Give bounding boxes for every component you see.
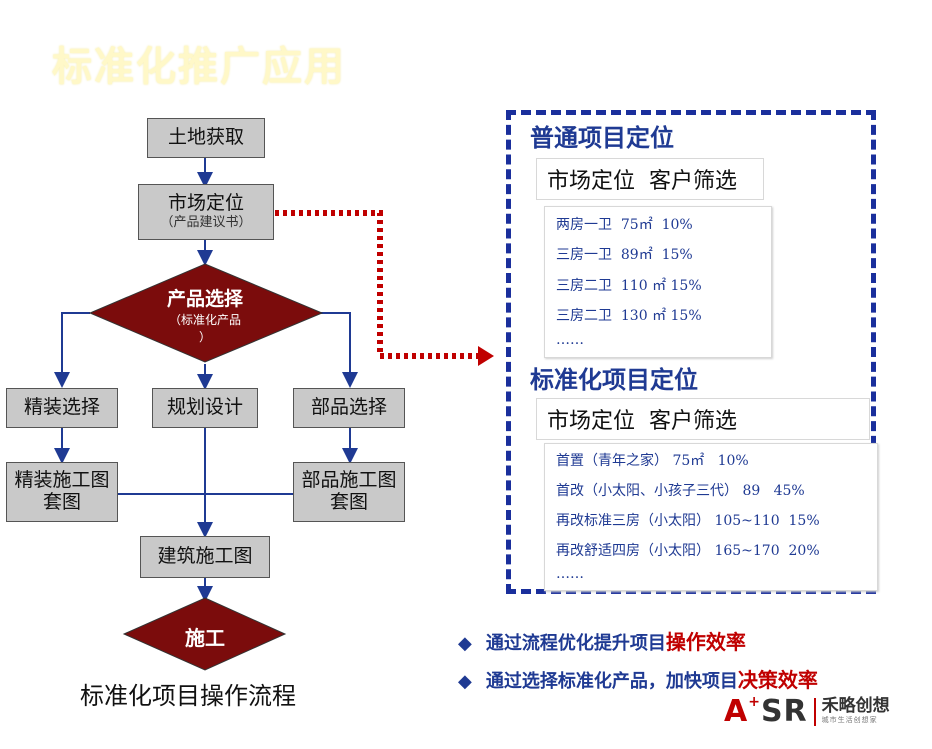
common-positioning-title: 普通项目定位 — [530, 123, 674, 152]
parts-drawing-box: 部品施工图 套图 — [293, 462, 405, 522]
fitout-drawing-box: 精装施工图 套图 — [6, 462, 118, 522]
standard-header: 市场定位 客户筛选 — [547, 409, 737, 434]
flow-caption: 标准化项目操作流程 — [80, 682, 296, 710]
product-sublabel-2: ） — [198, 330, 211, 344]
common-list-box — [544, 206, 772, 358]
fitout-drawing-label-1: 精装施工图 — [14, 469, 110, 492]
bullet-1-text: 通过流程优化提升项目 — [485, 633, 666, 654]
product-sublabel-1: （标准化产品 — [168, 313, 241, 327]
common-header-box: 市场定位 客户筛选 — [536, 158, 764, 200]
parts-drawing-label-2: 套图 — [329, 491, 368, 513]
asr-logo: A+SR 禾略创想 城市生活创想家 — [724, 694, 890, 729]
building-drawing-label: 建筑施工图 — [157, 545, 253, 568]
parts-label: 部品选择 — [310, 396, 387, 419]
positioning-frame — [506, 110, 876, 594]
land-acquisition-box: 土地获取 — [147, 118, 265, 158]
common-item-1: 两房一卫 75㎡ 10% — [556, 217, 693, 233]
fitout-selection-box: 精装选择 — [6, 388, 118, 428]
parts-selection-box: 部品选择 — [293, 388, 405, 428]
bullet-efficiency-decision: ◆ 通过选择标准化产品，加快项目决策效率 — [458, 664, 818, 693]
standard-item-5: …… — [556, 566, 584, 582]
logo-name: 禾略创想 — [821, 696, 890, 716]
bullet-2-text: 通过选择标准化产品，加快项目 — [485, 671, 738, 692]
common-item-2: 三房一卫 89㎡ 15% — [556, 247, 693, 263]
diamond-bullet-icon: ◆ — [458, 633, 472, 654]
parts-drawing-label-1: 部品施工图 — [301, 469, 397, 492]
logo-divider — [813, 697, 816, 726]
building-drawing-box: 建筑施工图 — [140, 536, 270, 578]
market-label: 市场定位 — [167, 191, 244, 214]
logo-tagline: 城市生活创想家 — [821, 716, 878, 724]
fitout-drawing-label-2: 套图 — [42, 491, 81, 513]
logo-text-group: 禾略创想 城市生活创想家 — [822, 698, 890, 725]
standard-item-1: 首置（青年之家） 75㎡ 10% — [556, 453, 749, 469]
standard-positioning-title: 标准化项目定位 — [530, 365, 698, 394]
planning-label: 规划设计 — [166, 396, 243, 419]
bullet-efficiency-operation: ◆ 通过流程优化提升项目操作效率 — [458, 626, 746, 655]
standard-list-box — [544, 443, 878, 591]
planning-design-box: 规划设计 — [152, 388, 258, 428]
market-positioning-box: 市场定位 （产品建议书） — [138, 184, 274, 240]
standard-header-box: 市场定位 客户筛选 — [536, 398, 870, 440]
product-selection-diamond: 产品选择 （标准化产品 ） — [140, 284, 270, 345]
construction-diamond-label: 施工 — [185, 626, 225, 650]
standard-item-4: 再改舒适四房（小太阳） 165~170 20% — [556, 543, 820, 559]
land-label: 土地获取 — [167, 126, 244, 149]
standard-item-3: 再改标准三房（小太阳） 105~110 15% — [556, 513, 820, 529]
page-title: 标准化推广应用 — [52, 43, 346, 90]
market-sublabel: （产品建议书） — [160, 215, 252, 231]
common-item-5: …… — [556, 332, 584, 348]
asr-logo-mark: A+SR — [724, 694, 808, 729]
common-item-4: 三房二卫 130 ㎡ 15% — [556, 308, 702, 324]
common-header: 市场定位 客户筛选 — [547, 169, 737, 194]
common-item-3: 三房二卫 110 ㎡ 15% — [556, 278, 702, 294]
standard-item-2: 首改（小太阳、小孩子三代） 89 45% — [556, 483, 805, 499]
product-label: 产品选择 — [166, 288, 243, 310]
fitout-label: 精装选择 — [23, 396, 100, 419]
bullet-2-highlight: 决策效率 — [737, 668, 818, 692]
diamond-bullet-icon: ◆ — [458, 671, 472, 692]
bullet-1-highlight: 操作效率 — [665, 630, 746, 654]
